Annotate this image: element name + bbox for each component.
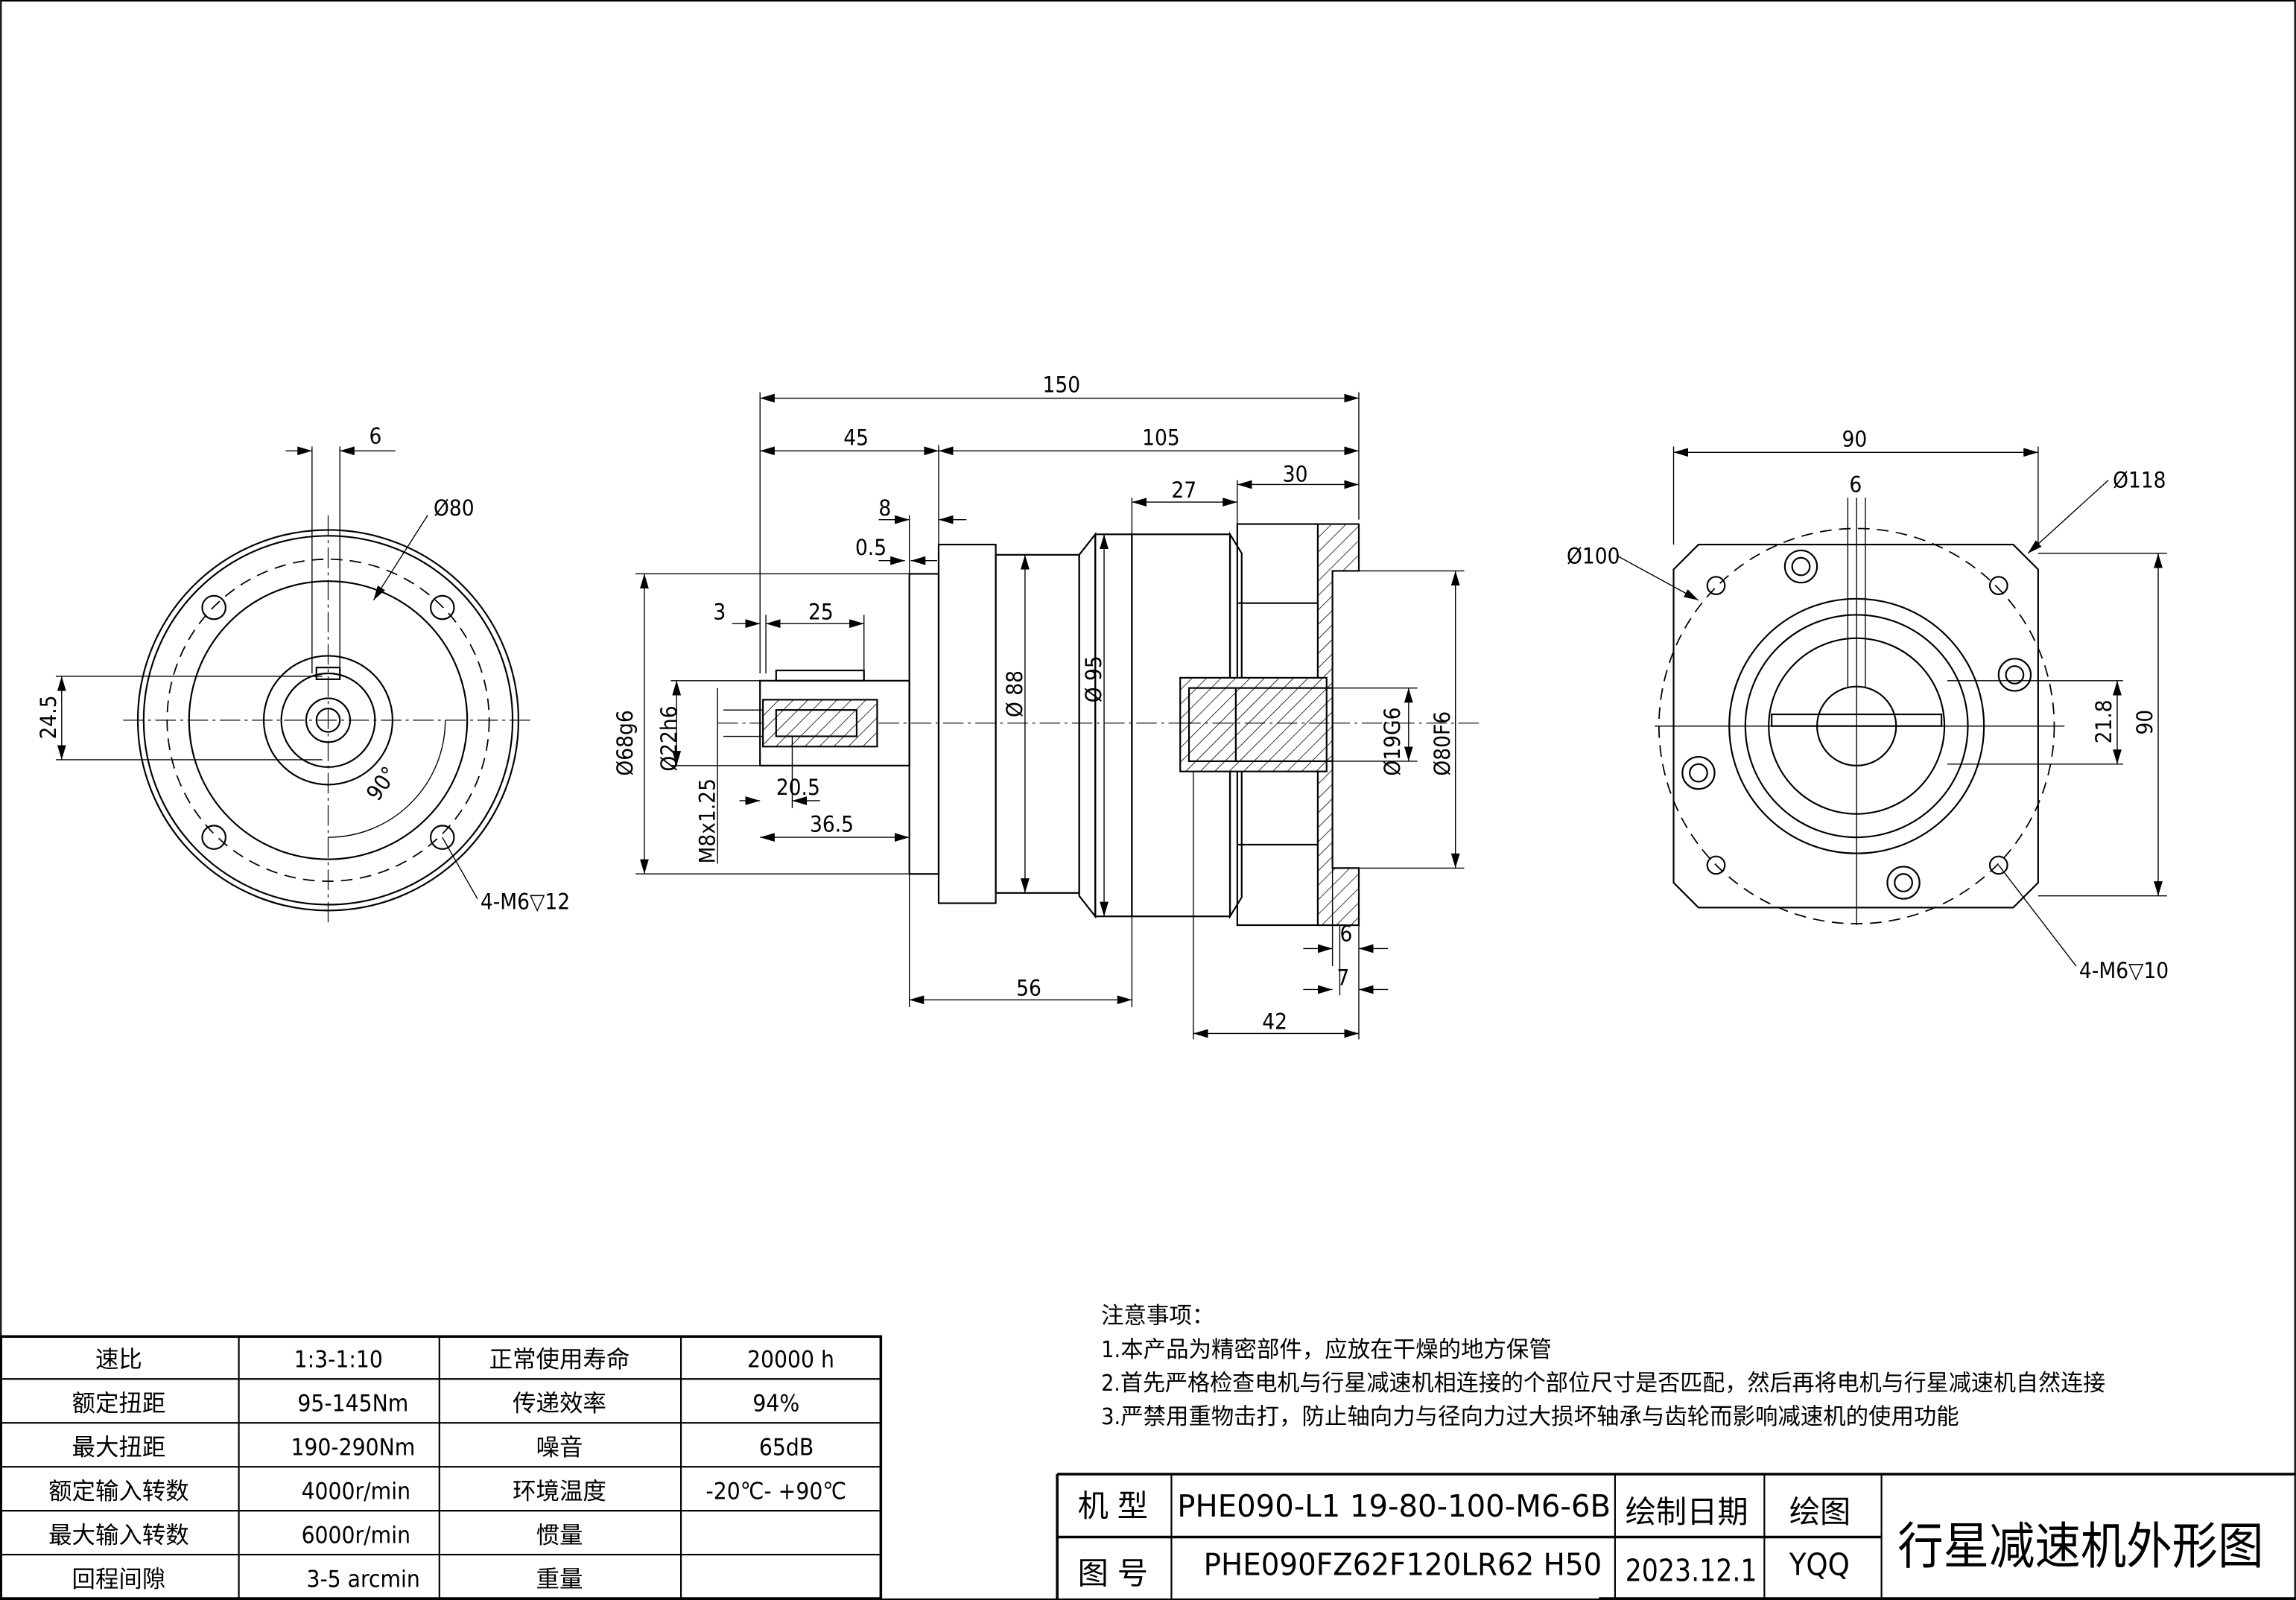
table-row: 额定扭距 95-145Nm 传递效率 94% [72, 1390, 800, 1417]
dim-8: 8 [878, 495, 891, 521]
cell: 4000r/min [302, 1478, 410, 1505]
dim-7: 7 [1337, 965, 1350, 991]
drawing-title: 行星减速机外形图 [1897, 1517, 2263, 1575]
dim-input: 45 [843, 425, 869, 450]
drawn-label: 绘图 [1789, 1494, 1851, 1530]
dim-overall: 150 [1043, 372, 1081, 398]
cell: 噪音 [536, 1434, 583, 1461]
dim-42: 42 [1262, 1009, 1287, 1035]
date-value: 2023.12.1 [1626, 1552, 1757, 1588]
cell: 回程间隙 [72, 1566, 166, 1593]
dim-25: 25 [808, 599, 834, 624]
dim-56: 56 [1016, 975, 1041, 1000]
drawing-no-value: PHE090FZ62F120LR62 H50 [1204, 1547, 1602, 1583]
cell: 94% [752, 1390, 799, 1417]
dim-bore68: Ø68g6 [612, 710, 638, 775]
dim-dia95: Ø 95 [1081, 655, 1106, 702]
dim-height: 90 [2132, 710, 2157, 735]
dim-0-5: 0.5 [855, 535, 887, 560]
dim-6: 6 [1339, 921, 1352, 947]
dim-key: 6 [1849, 472, 1862, 497]
notes: 注意事项： 1.本产品为精密部件，应放在干燥的地方保管 2.首先严格检查电机与行… [1101, 1304, 2105, 1431]
dim-angle: 90° [361, 762, 402, 805]
spec-table: 速比 1:3-1:10 正常使用寿命 20000 h 额定扭距 95-145Nm… [0, 1335, 883, 1600]
dim-dia118: Ø118 [2113, 467, 2166, 492]
dim-pilot80: Ø80F6 [1430, 711, 1455, 776]
table-row: 回程间隙 3-5 arcmin 重量 [72, 1566, 583, 1593]
cell: 65dB [759, 1434, 814, 1461]
dim-body: 105 [1142, 425, 1180, 450]
table-row: 额定输入转数 4000r/min 环境温度 -20℃- +90℃ [48, 1478, 846, 1505]
dim-keyway: 6 [369, 423, 381, 448]
cell: 190-290Nm [291, 1434, 415, 1461]
input-end-view: 6 Ø80 24.5 90° 4-M6▽12 [36, 423, 570, 926]
table-row: 最大扭距 190-290Nm 噪音 65dB [72, 1434, 814, 1461]
table-row: 速比 1:3-1:10 正常使用寿命 20000 h [95, 1347, 834, 1374]
cell: 惯量 [536, 1522, 583, 1549]
cell: -20℃- +90℃ [706, 1478, 847, 1505]
model-label: 机 型 [1078, 1488, 1148, 1524]
table-row: 最大输入转数 6000r/min 惯量 [48, 1522, 583, 1549]
cell: 20000 h [747, 1347, 834, 1374]
dim-27: 27 [1171, 477, 1196, 503]
model-value: PHE090-L1 19-80-100-M6-6B [1177, 1488, 1611, 1524]
cell: 95-145Nm [297, 1390, 408, 1417]
dim-pcd: Ø80 [434, 495, 475, 521]
note-item: 1.本产品为精密部件，应放在干燥的地方保管 [1101, 1337, 1552, 1363]
dim-height: 24.5 [36, 695, 61, 739]
dim-20-5: 20.5 [776, 775, 820, 800]
dim-holes: 4-M6▽10 [2079, 958, 2169, 983]
dim-width: 90 [1842, 426, 1868, 451]
dim-dia88: Ø 88 [1002, 670, 1027, 717]
date-label: 绘制日期 [1626, 1494, 1748, 1530]
cell: 速比 [95, 1347, 142, 1374]
mounting-holes [201, 594, 455, 850]
cell: 重量 [536, 1566, 583, 1593]
cell: 传递效率 [513, 1390, 606, 1417]
side-section-view: 150 45 105 27 30 8 0.5 3 25 Ø68g6 Ø22h6 … [612, 372, 1480, 1040]
cell: 3-5 arcmin [306, 1566, 419, 1593]
cell: 6000r/min [302, 1522, 410, 1549]
output-end-view: 90 6 Ø118 Ø100 21.8 90 4-M6▽10 [1567, 426, 2169, 982]
note-item: 2.首先严格检查电机与行星减速机相连接的个部位尺寸是否匹配，然后再将电机与行星减… [1101, 1371, 2105, 1397]
dim-bore19: Ø19G6 [1380, 708, 1405, 776]
dim-shaft22: Ø22h6 [656, 705, 682, 771]
dim-218: 21.8 [2091, 699, 2116, 743]
cell: 正常使用寿命 [489, 1347, 630, 1374]
notes-title: 注意事项： [1101, 1304, 1214, 1330]
drawing-no-label: 图 号 [1078, 1555, 1148, 1591]
dim-30: 30 [1283, 462, 1308, 487]
dim-dia100: Ø100 [1567, 544, 1620, 569]
dim-thread: M8x1.25 [694, 778, 720, 863]
cell: 额定输入转数 [48, 1478, 189, 1505]
note-item: 3.严禁用重物击打，防止轴向力与径向力过大损坏轴承与齿轮而影响减速机的使用功能 [1101, 1404, 1959, 1430]
cell: 环境温度 [513, 1478, 606, 1505]
drawn-value: YQQ [1789, 1547, 1850, 1583]
dim-3: 3 [713, 599, 726, 624]
title-block: 机 型 PHE090-L1 19-80-100-M6-6B 图 号 PHE090… [1056, 1473, 2296, 1600]
cell: 额定扭距 [72, 1390, 166, 1417]
mounting-holes [1681, 549, 2032, 900]
cell: 最大输入转数 [48, 1522, 189, 1549]
cell: 1:3-1:10 [294, 1347, 383, 1374]
dim-36-5: 36.5 [810, 811, 854, 836]
dim-holes: 4-M6▽12 [481, 889, 570, 914]
cell: 最大扭距 [72, 1434, 166, 1461]
